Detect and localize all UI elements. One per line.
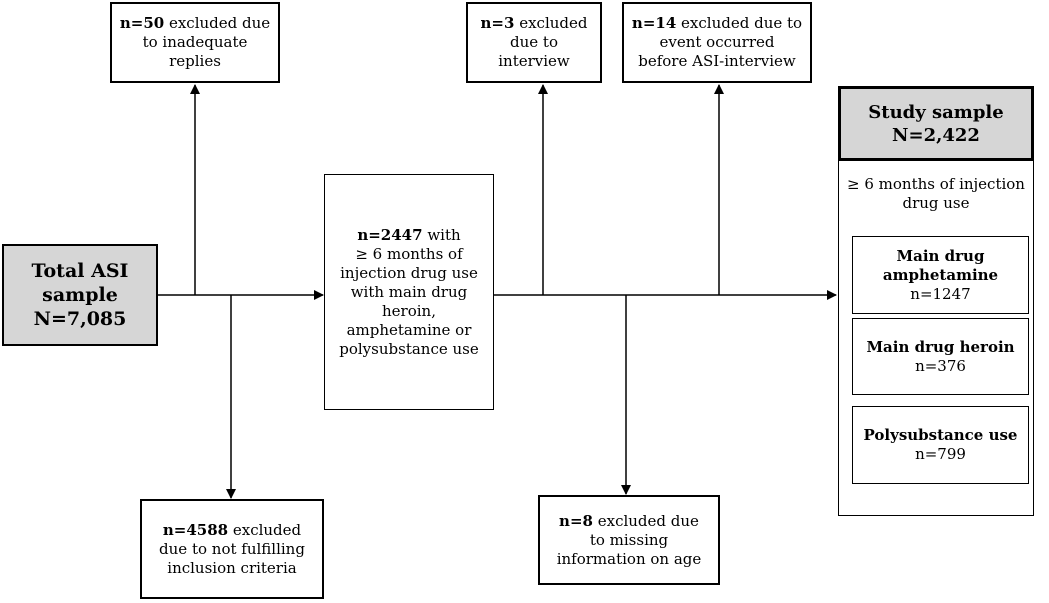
total-line3: N=7,085 bbox=[33, 308, 127, 330]
excluded-inclusion-criteria-box: n=4588 excluded due to not fulfilling in… bbox=[140, 499, 324, 599]
excl-inadequate-line2: to inadequate bbox=[142, 33, 248, 51]
group-heroin-label: Main drug heroin bbox=[866, 337, 1015, 356]
excl-inadequate-count: n=50 bbox=[119, 14, 165, 32]
excl-interview-line2: due to bbox=[510, 33, 558, 51]
injection-count: n=2447 bbox=[357, 225, 423, 244]
injection-line2: ≥ 6 months of bbox=[355, 244, 463, 263]
group-amphetamine-n: n=1247 bbox=[910, 284, 971, 303]
excluded-event-before-interview-box: n=14 excluded due to event occurred befo… bbox=[622, 2, 812, 83]
injection-line3: injection drug use bbox=[340, 263, 478, 282]
study-subtitle-line2: drug use bbox=[902, 194, 970, 212]
total-asi-sample-box: Total ASI sample N=7,085 bbox=[2, 244, 158, 346]
excl-criteria-line2: due to not fulfilling bbox=[159, 539, 305, 558]
injection-line6: amphetamine or bbox=[346, 320, 472, 339]
group-amphetamine-label2: amphetamine bbox=[882, 265, 999, 284]
excluded-interview-box: n=3 excluded due to interview bbox=[466, 2, 602, 83]
group-polysubstance-box: Polysubstance use n=799 bbox=[852, 406, 1029, 484]
excl-event-count: n=14 bbox=[631, 14, 677, 32]
excl-age-count: n=8 bbox=[559, 511, 593, 530]
excl-criteria-line1: excluded bbox=[228, 520, 302, 539]
study-subtitle-line1: ≥ 6 months of injection bbox=[847, 175, 1025, 193]
excl-interview-line1: excluded bbox=[514, 14, 588, 32]
excl-age-line3: information on age bbox=[556, 549, 702, 568]
total-line2: sample bbox=[42, 284, 118, 306]
excluded-inadequate-replies-box: n=50 excluded due to inadequate replies bbox=[110, 2, 280, 83]
excl-event-line2: event occurred bbox=[659, 33, 775, 51]
excl-criteria-count: n=4588 bbox=[162, 520, 229, 539]
group-amphetamine-label1: Main drug bbox=[896, 246, 985, 265]
group-amphetamine-box: Main drug amphetamine n=1247 bbox=[852, 236, 1029, 314]
injection-line1: with bbox=[422, 225, 461, 244]
injection-line5: heroin, bbox=[382, 301, 436, 320]
excl-inadequate-line3: replies bbox=[169, 52, 221, 70]
excl-inadequate-line1: excluded due bbox=[164, 14, 271, 32]
group-polysubstance-label: Polysubstance use bbox=[863, 426, 1018, 444]
excl-interview-count: n=3 bbox=[480, 14, 515, 32]
excl-interview-line3: interview bbox=[498, 52, 570, 70]
excluded-missing-age-box: n=8 excluded due to missing information … bbox=[538, 495, 720, 585]
group-polysubstance-n: n=799 bbox=[915, 445, 966, 463]
study-sample-header: Study sample N=2,422 bbox=[838, 86, 1034, 161]
excl-age-line1: excluded due bbox=[592, 511, 699, 530]
excl-criteria-line3: inclusion criteria bbox=[167, 558, 297, 577]
injection-drug-use-box: n=2447 with ≥ 6 months of injection drug… bbox=[324, 174, 494, 410]
excl-event-line3: before ASI-interview bbox=[638, 52, 796, 70]
group-heroin-box: Main drug heroin n=376 bbox=[852, 318, 1029, 395]
total-line1: Total ASI bbox=[31, 260, 129, 282]
study-title: Study sample bbox=[868, 101, 1004, 123]
group-heroin-n: n=376 bbox=[915, 356, 966, 375]
injection-line7: polysubstance use bbox=[339, 339, 479, 358]
excl-event-line1: excluded due to bbox=[676, 14, 803, 32]
study-total-n: N=2,422 bbox=[892, 124, 980, 146]
injection-line4: with main drug bbox=[350, 282, 468, 301]
excl-age-line2: to missing bbox=[589, 530, 669, 549]
